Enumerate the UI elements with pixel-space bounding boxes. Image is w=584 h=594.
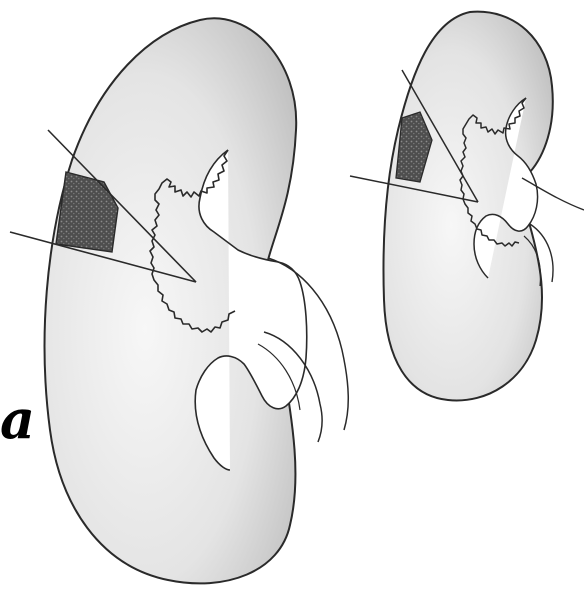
- panel-letter-label: a: [0, 392, 35, 446]
- small-kidney: [350, 12, 584, 401]
- large-kidney: [10, 18, 348, 583]
